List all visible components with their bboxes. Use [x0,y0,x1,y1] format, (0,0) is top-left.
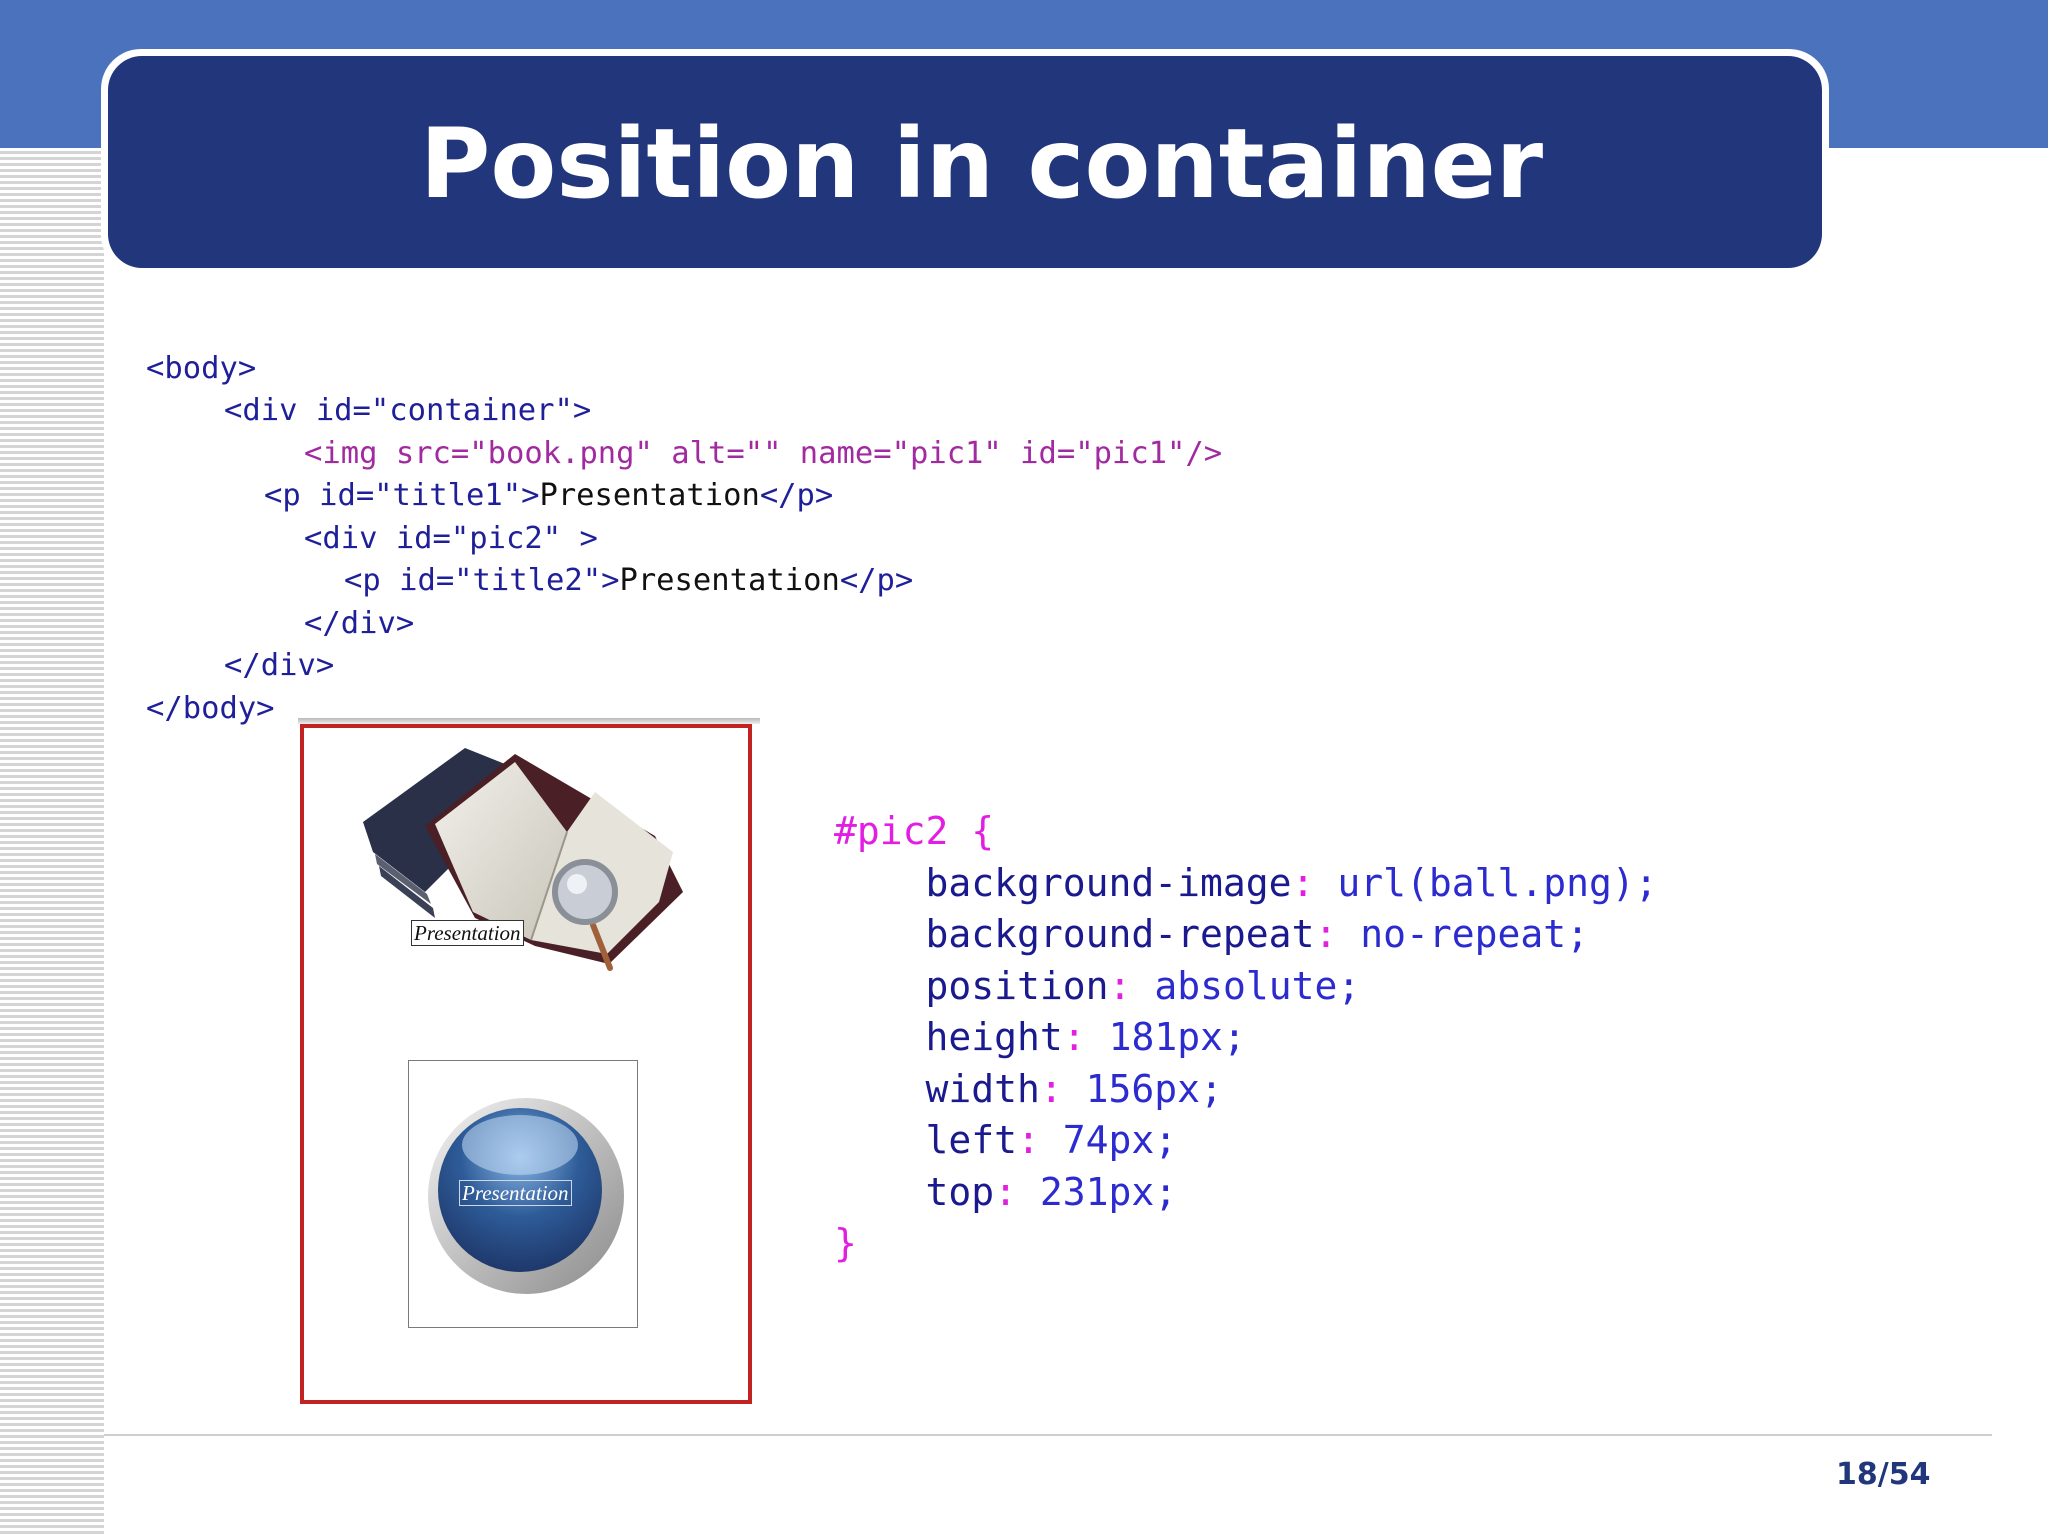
css-val-width: 156px; [1085,1066,1223,1111]
code-p-title1-text: Presentation [539,478,760,513]
code-line-2: <div id="container"> [224,390,591,433]
code-p-title1-close: </p> [759,478,834,513]
title-box [108,56,1822,268]
code-div-container-close: </div> [224,648,335,683]
code-line-7: </div> [304,603,414,646]
code-body-open: <body> [146,351,257,386]
left-stripe-decoration [0,148,104,1536]
page-number: 18/54 [1836,1457,1931,1492]
slide-title: Position in container [420,108,1544,220]
css-val-background-image: url(ball.png); [1337,860,1658,905]
caption-title2: Presentation [459,1180,572,1206]
css-prop-background-image: background-image [925,860,1292,905]
code-p-title1-open: <p id="title1"> [264,478,540,513]
code-line-6: <p id="title2">Presentation</p> [344,560,913,603]
css-prop-position: position [925,963,1109,1008]
css-prop-height: height [925,1015,1063,1059]
preview-window-edge [298,718,760,724]
code-div-pic2: <div id="pic2" > [304,521,598,556]
code-line-4: <p id="title1">Presentation</p> [264,475,833,518]
css-prop-left: left [925,1118,1018,1162]
code-div-pic2-close: </div> [304,606,415,641]
open-book-left-page [435,762,567,940]
css-val-left: 74px; [1062,1118,1178,1162]
code-div-container: <div id="container"> [224,393,592,428]
code-p-title2-text: Presentation [619,563,840,598]
css-prop-top: top [925,1169,995,1214]
code-img-tag: <img src="book.png" alt="" name="pic1" i… [304,436,1223,471]
css-selector: #pic2 { [834,809,995,853]
ball-illustration [428,1098,624,1294]
code-line-9: </body> [146,688,275,731]
book-illustration [363,748,683,971]
css-prop-background-repeat: background-repeat [925,912,1315,956]
code-p-title2-open: <p id="title2"> [344,563,620,598]
code-line-5: <div id="pic2" > [304,518,598,561]
caption-title1: Presentation [411,920,524,946]
code-line-1: <body> [146,348,256,391]
css-prop-width: width [925,1066,1040,1111]
css-val-height: 181px; [1108,1015,1246,1059]
css-close-brace: } [834,1221,857,1265]
code-line-3: <img src="book.png" alt="" name="pic1" i… [304,433,1222,476]
css-code-block: #pic2 { background-image: url(ball.png);… [834,809,1658,1265]
magnifier-icon [552,859,618,925]
css-val-position: absolute; [1154,963,1361,1008]
code-p-title2-close: </p> [839,563,914,598]
css-val-background-repeat: no-repeat; [1360,912,1589,956]
code-body-close: </body> [146,691,275,726]
css-val-top: 231px; [1039,1169,1178,1214]
code-line-8: </div> [224,645,334,688]
footer-divider [104,1434,1992,1436]
